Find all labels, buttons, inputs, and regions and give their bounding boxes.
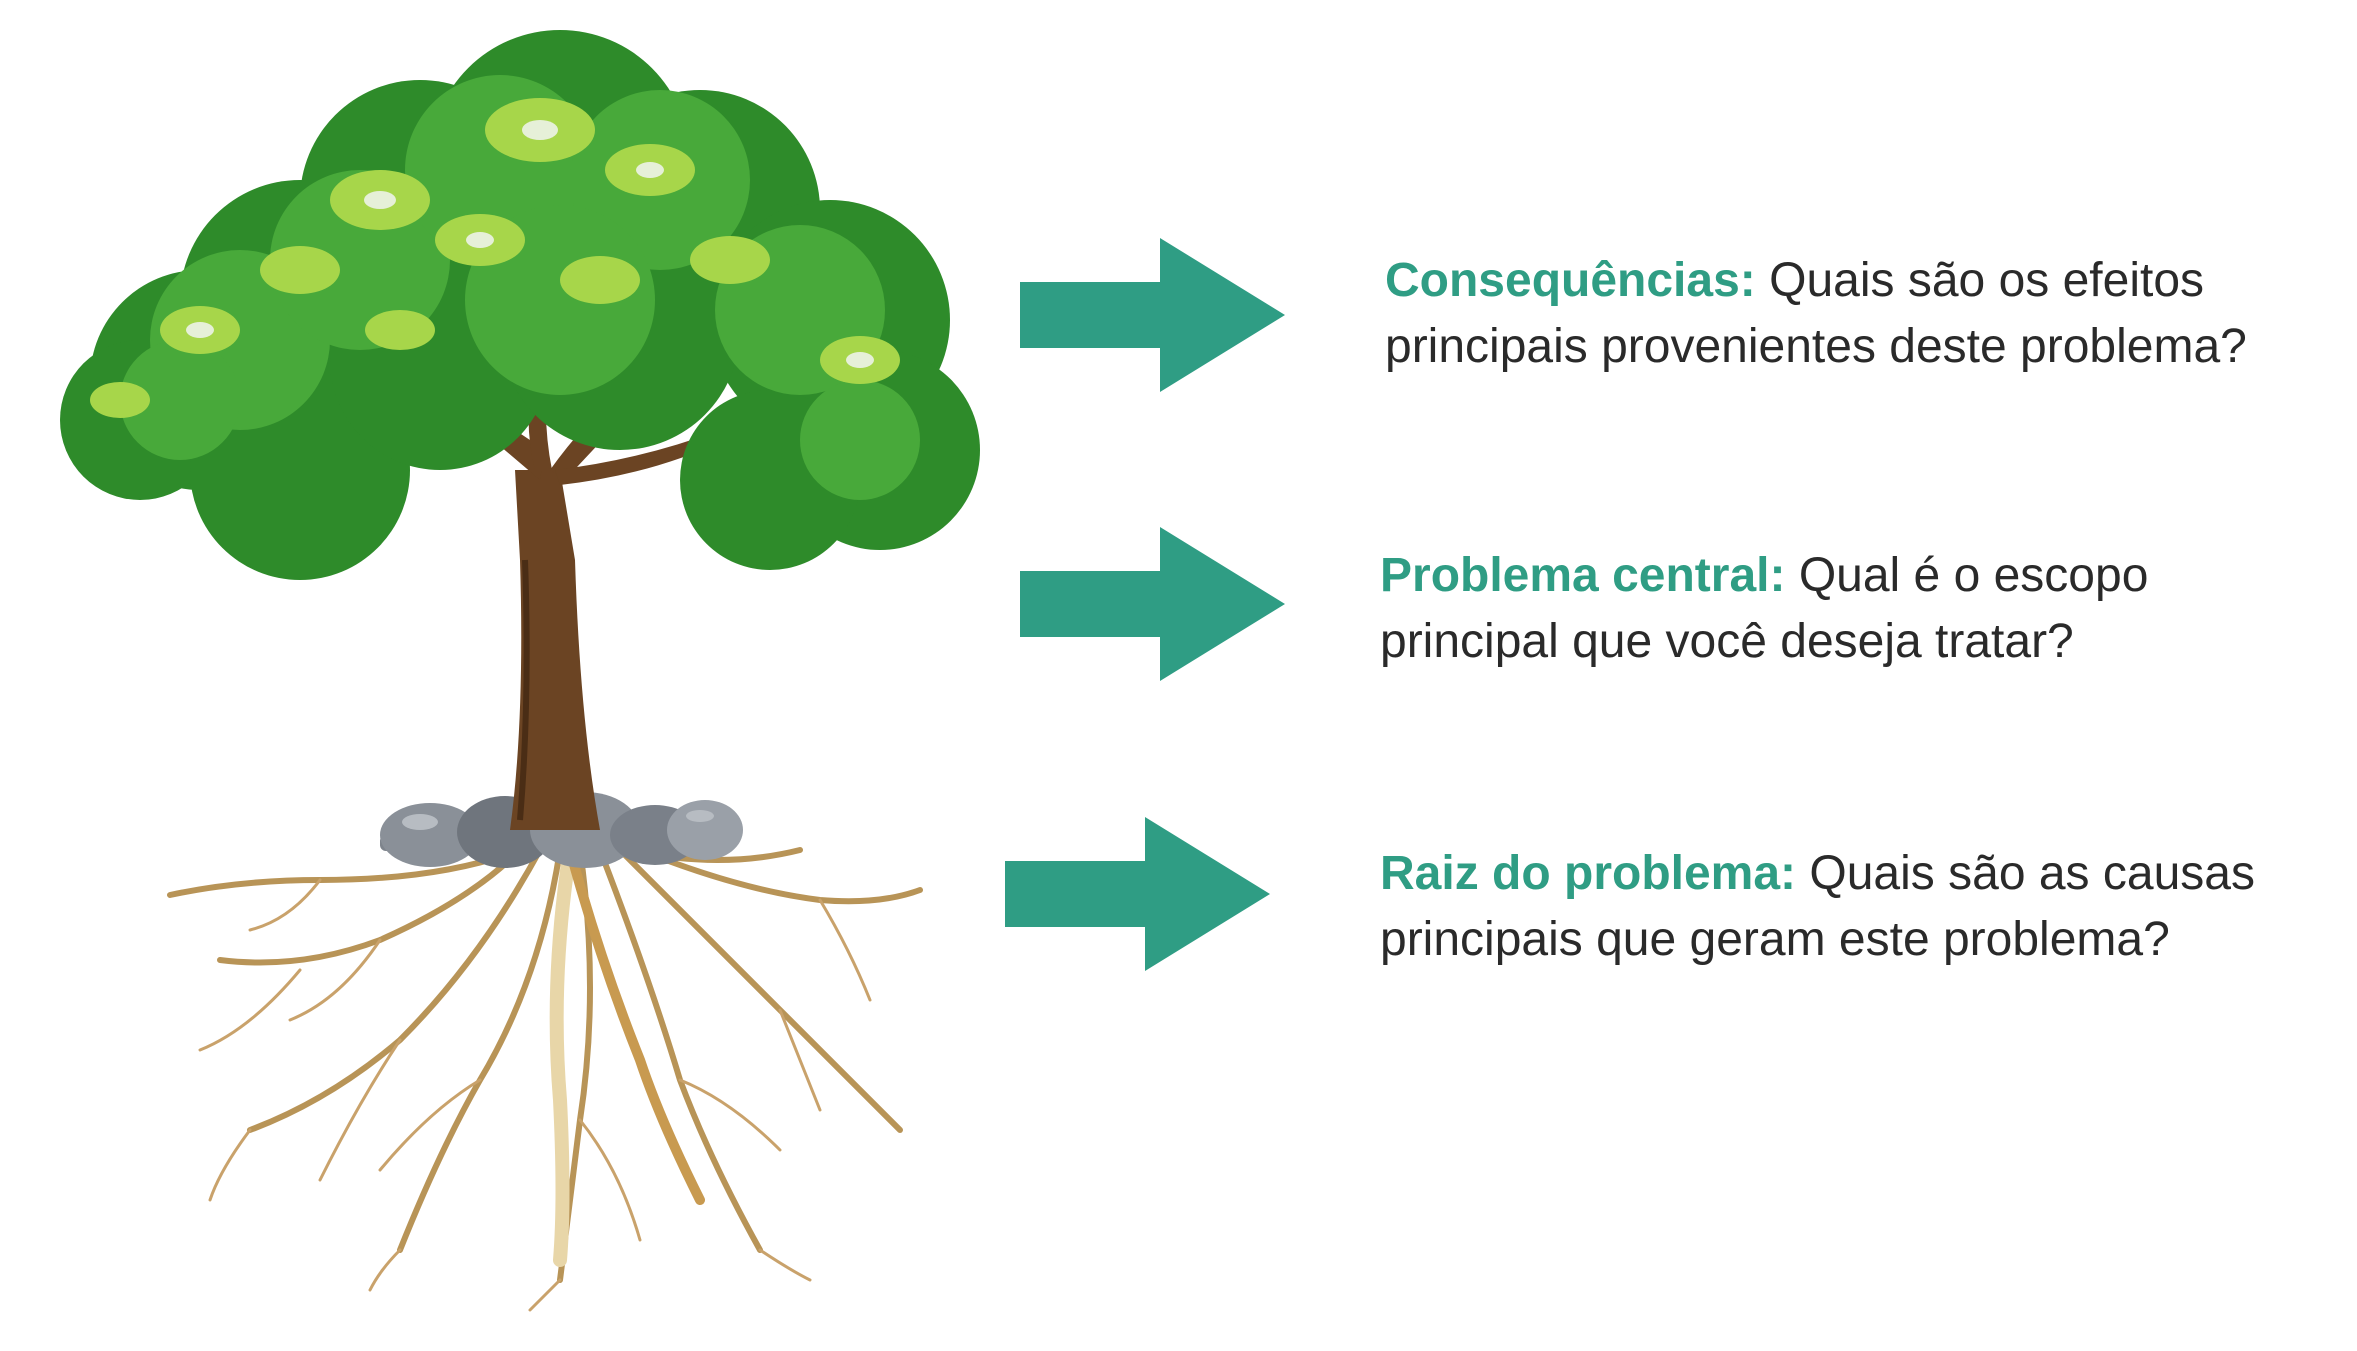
consequences-term: Consequências: <box>1385 254 1756 307</box>
root-problem-text: Raiz do problema: Quais são as causas pr… <box>1380 841 2255 973</box>
central-problem-line2: principal que você deseja tratar? <box>1380 615 2074 668</box>
root-problem-term: Raiz do problema: <box>1380 847 1797 900</box>
arrow-consequences-icon <box>1020 238 1285 392</box>
central-problem-text: Problema central: Qual é o escopo princi… <box>1380 543 2148 675</box>
consequences-text: Consequências: Quais são os efeitos prin… <box>1385 248 2247 380</box>
consequences-line1: Quais são os efeitos <box>1769 254 2205 307</box>
consequences-line2: principais provenientes deste problema? <box>1385 320 2247 373</box>
central-problem-line1: Qual é o escopo <box>1798 549 2149 602</box>
central-problem-term: Problema central: <box>1380 549 1786 602</box>
root-problem-line1: Quais são as causas <box>1809 847 2255 900</box>
tree-canopy <box>60 30 980 580</box>
arrow-root-problem-icon <box>1005 817 1270 971</box>
tree-illustration <box>60 30 980 1312</box>
root-problem-line2: principais que geram este problema? <box>1380 913 2170 966</box>
arrow-central-problem-icon <box>1020 527 1285 681</box>
tree-roots <box>167 843 923 1312</box>
